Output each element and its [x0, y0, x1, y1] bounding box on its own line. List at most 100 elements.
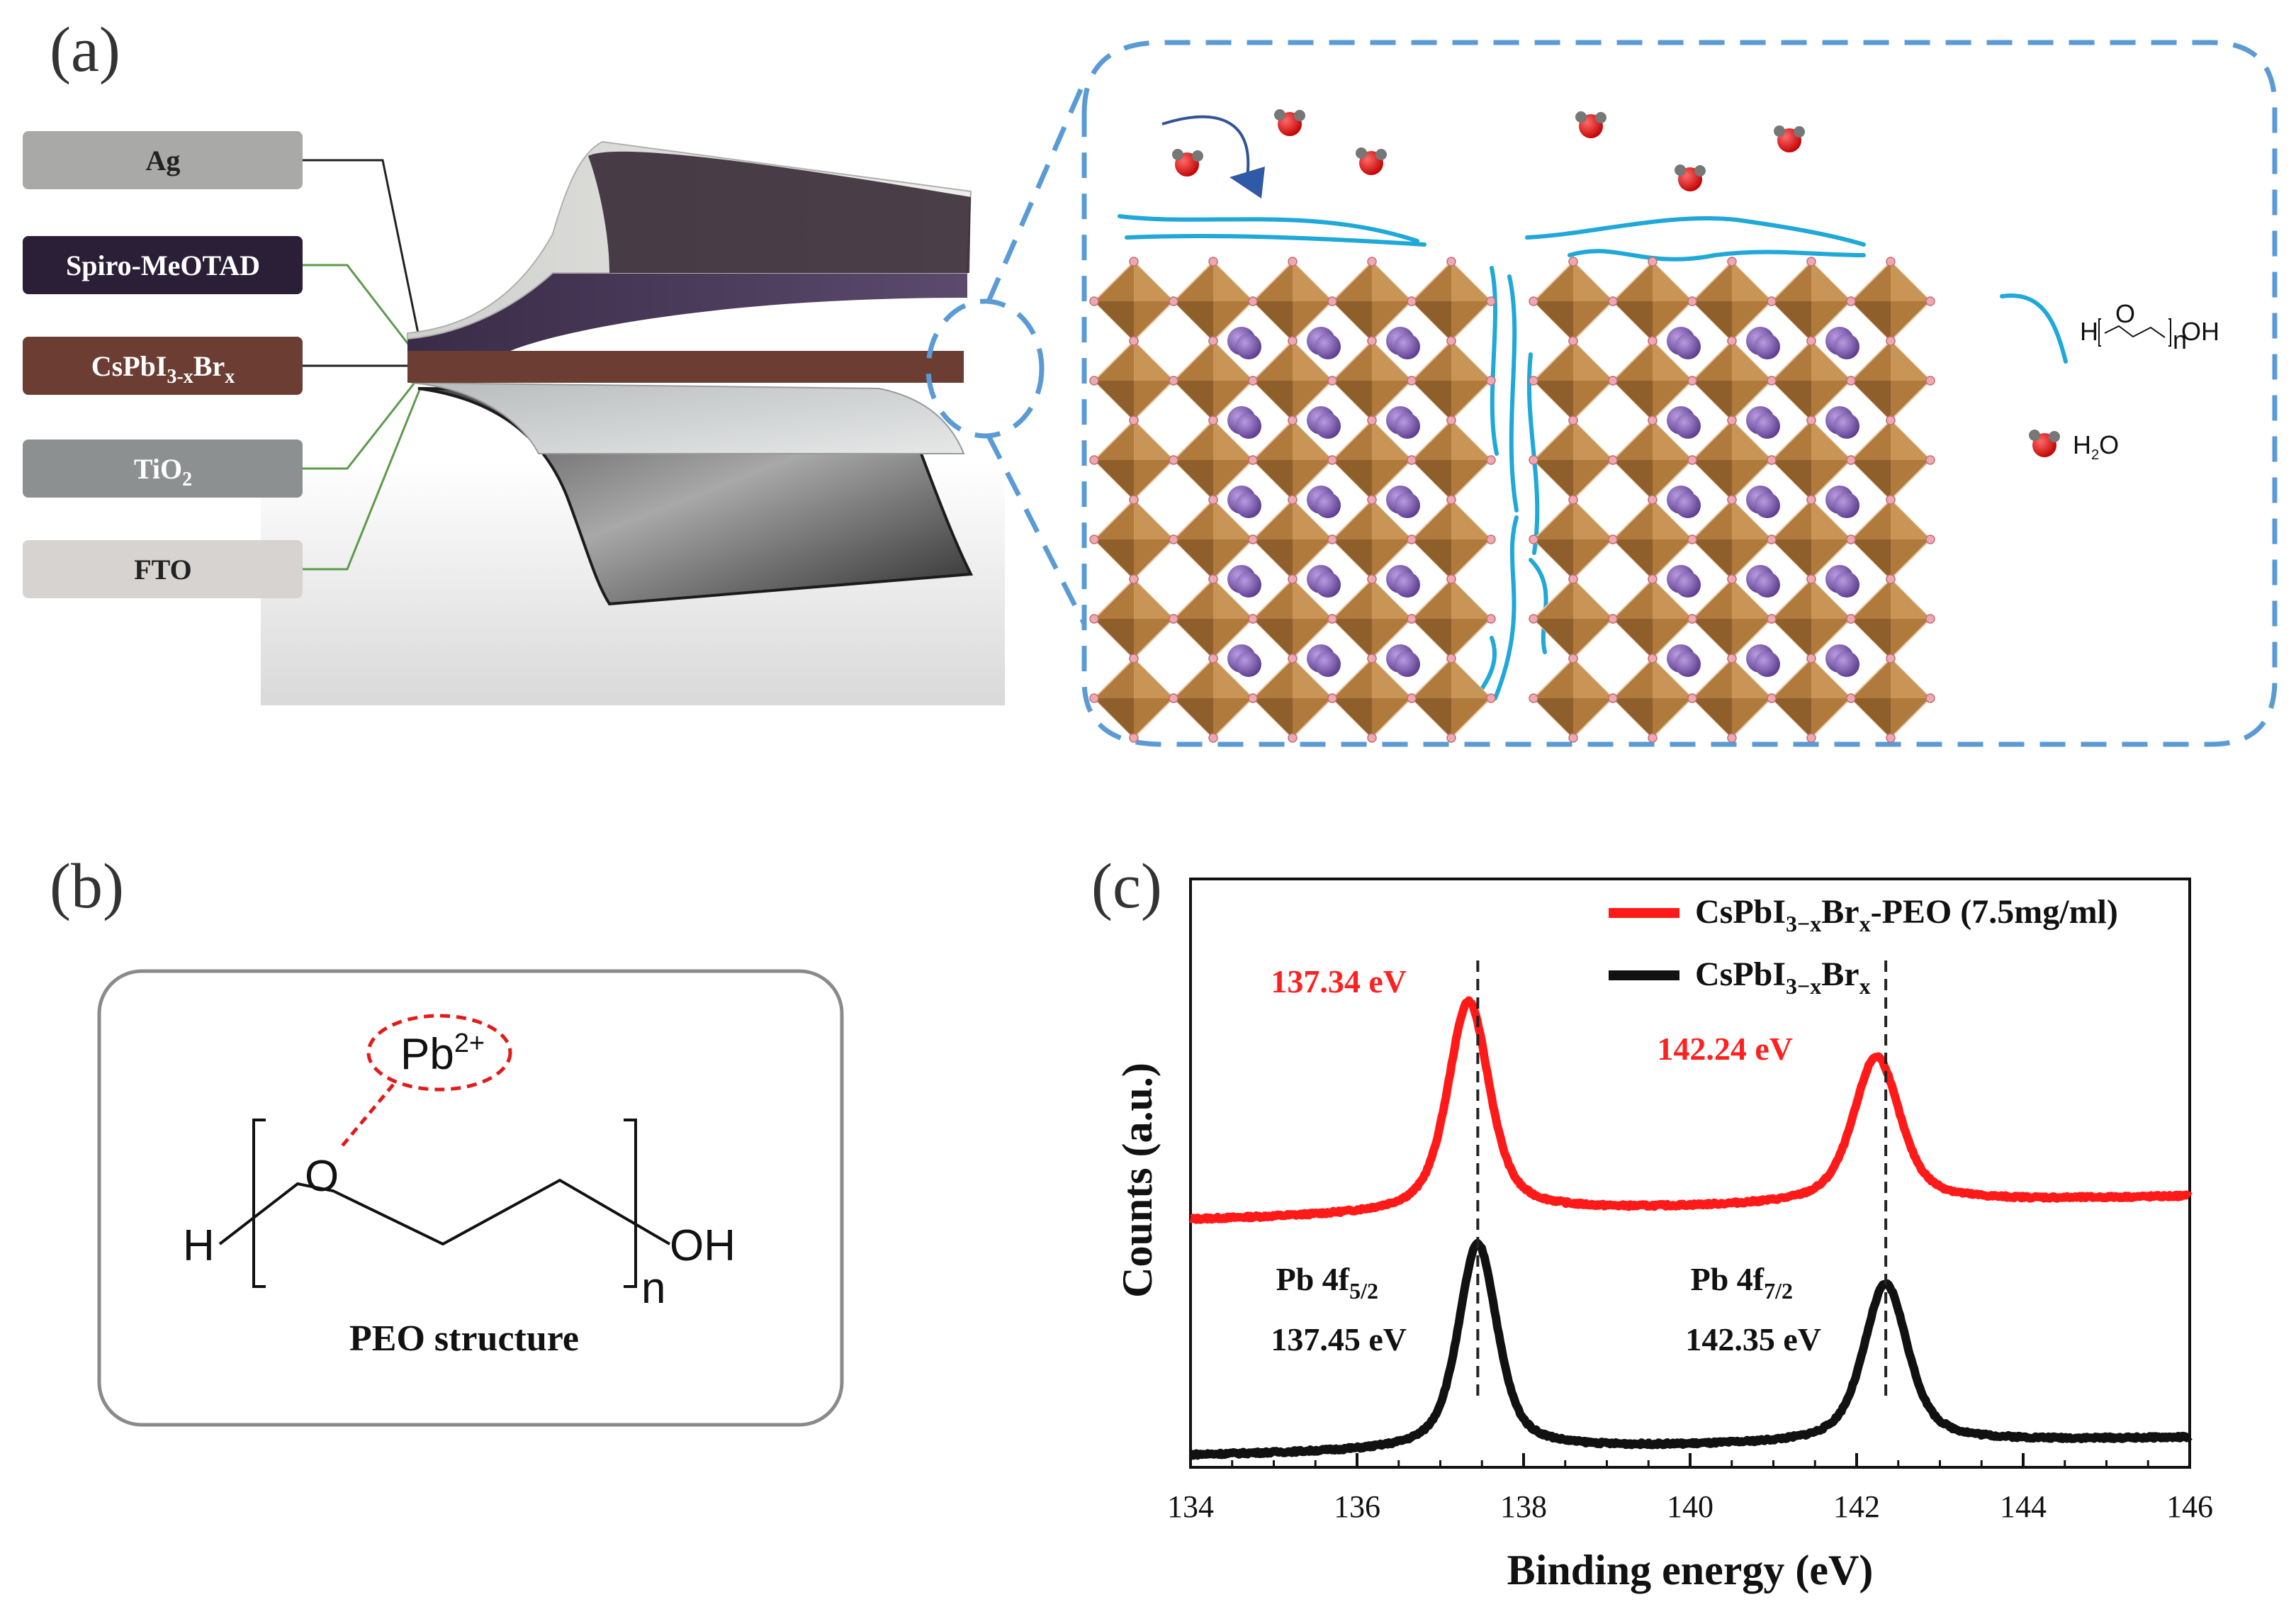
octahedron — [1691, 498, 1773, 581]
x-axis-title: Binding energy (eV) — [1507, 1547, 1874, 1593]
halide-atom — [1446, 574, 1456, 584]
halide-atom — [1529, 376, 1538, 386]
octahedron — [1532, 498, 1614, 581]
bracket-right — [624, 1119, 637, 1288]
layer-perovskite-shape — [407, 351, 964, 383]
halide-atom — [1446, 495, 1456, 505]
halide-atom — [1687, 376, 1697, 386]
x-tick-label: 142 — [1833, 1489, 1880, 1524]
halide-atom — [1846, 534, 1856, 544]
x-tick-label: 144 — [2000, 1489, 2047, 1524]
halide-atom — [1925, 693, 1935, 703]
halide-atom — [1568, 336, 1578, 346]
layer-ag-text: Ag — [146, 145, 181, 177]
halide-atom — [1608, 376, 1618, 386]
halide-atom — [1129, 654, 1139, 663]
halide-atom — [1407, 296, 1417, 306]
layer-perovskite-text: CsPbI3-xBrx — [91, 350, 235, 388]
halide-atom — [1886, 574, 1896, 584]
cs-atom — [1834, 572, 1859, 598]
halide-atom — [1727, 415, 1737, 425]
halide-atom — [1486, 693, 1496, 703]
octahedron — [1093, 260, 1175, 342]
halide-atom — [1529, 614, 1538, 624]
x-tick-label: 138 — [1500, 1489, 1547, 1524]
halide-atom — [1208, 574, 1218, 584]
halide-atom — [1529, 296, 1538, 306]
cs-atom — [1834, 334, 1859, 359]
octahedron — [1691, 657, 1773, 739]
halide-atom — [1089, 455, 1099, 465]
ag-dark-face — [588, 151, 971, 273]
legend-entry-1: CsPbI3−xBrx — [1695, 956, 1871, 999]
peak-annotation-1: 142.24 eV — [1657, 1031, 1793, 1067]
panel-a-label: (a) — [50, 15, 120, 85]
halide-atom — [1687, 693, 1697, 703]
halide-atom — [1886, 257, 1896, 267]
atom-h: H — [183, 1221, 215, 1270]
cs-atom — [1675, 334, 1701, 359]
cs-atom — [1675, 572, 1701, 598]
octahedron — [1172, 260, 1254, 342]
octahedron — [1331, 260, 1413, 342]
halide-atom — [1486, 455, 1496, 465]
octahedron — [1093, 657, 1175, 739]
octahedron — [1172, 578, 1254, 660]
octahedron — [1850, 419, 1932, 501]
halide-atom — [1407, 376, 1417, 386]
halide-atom — [1446, 654, 1456, 663]
halide-atom — [1288, 415, 1298, 425]
halide-atom — [1529, 455, 1538, 465]
layer-fto-text: FTO — [134, 554, 192, 586]
pb-ion-ellipse — [366, 1014, 512, 1092]
cs-atom — [1315, 572, 1341, 598]
layer-spiro-shape — [407, 273, 967, 351]
halide-atom — [1846, 693, 1856, 703]
panel-c-label: (c) — [1091, 851, 1162, 921]
panel-b-label: (b) — [50, 851, 124, 921]
cs-atom — [1236, 493, 1261, 518]
octahedron — [1770, 657, 1852, 739]
octahedron — [1093, 419, 1175, 501]
octahedron — [1770, 340, 1852, 422]
halide-atom — [1886, 495, 1896, 505]
halide-atom — [1288, 336, 1298, 346]
peak-annotation-0: 137.34 eV — [1271, 963, 1407, 999]
peak-annotation-3: 137.45 eV — [1271, 1321, 1407, 1357]
halide-atom — [1806, 495, 1816, 505]
cs-atom — [1236, 413, 1261, 439]
cs-atom — [1395, 334, 1420, 359]
halide-atom — [1648, 574, 1658, 584]
octahedron — [1410, 498, 1492, 581]
halide-atom — [1648, 415, 1658, 425]
octahedron — [1172, 657, 1254, 739]
halide-atom — [1806, 257, 1816, 267]
octahedron — [1850, 498, 1932, 581]
octahedron — [1172, 419, 1254, 501]
halide-atom — [1089, 614, 1099, 624]
halide-atom — [1767, 296, 1777, 306]
halide-atom — [1129, 495, 1139, 505]
water-molecule — [1274, 109, 1305, 136]
octahedron — [1093, 498, 1175, 581]
halide-atom — [1327, 376, 1337, 386]
perovskite-crystal-left — [1089, 257, 1496, 743]
cs-atom — [1834, 493, 1859, 518]
halide-atom — [1327, 614, 1337, 624]
halide-atom — [1925, 455, 1935, 465]
octahedron — [1850, 260, 1932, 342]
halide-atom — [1767, 614, 1777, 624]
octahedron — [1532, 340, 1614, 422]
halide-atom — [1169, 455, 1178, 465]
halide-atom — [1727, 733, 1737, 743]
layer-label-fto: FTO — [23, 540, 303, 598]
atom-o: O — [305, 1152, 339, 1201]
peo-skeletal-formula: H O OH n — [183, 1119, 736, 1313]
peo-structure-box — [97, 969, 844, 1427]
halide-atom — [1767, 376, 1777, 386]
halide-atom — [1648, 654, 1658, 663]
x-tick-label: 146 — [2166, 1489, 2213, 1524]
halide-atom — [1208, 257, 1218, 267]
halide-atom — [1327, 534, 1337, 544]
